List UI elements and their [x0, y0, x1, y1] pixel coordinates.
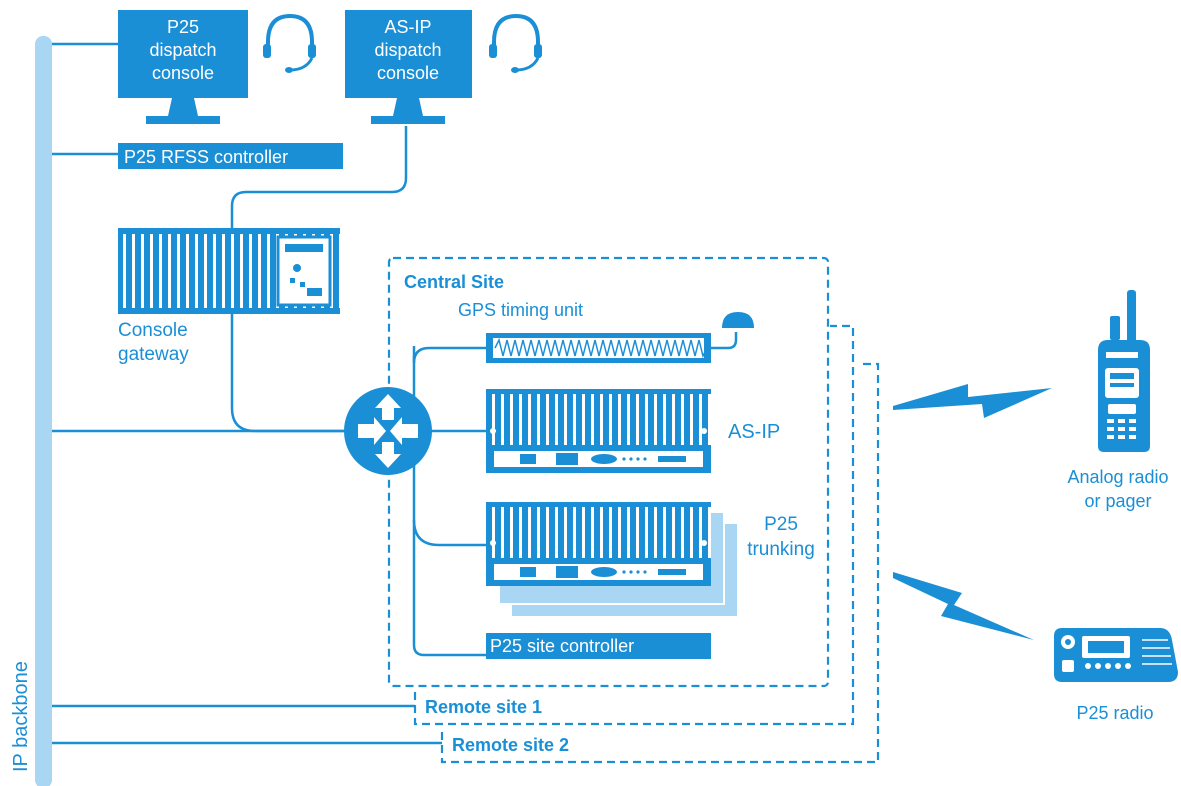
p25-site-controller-label: P25 site controller	[490, 636, 634, 656]
p25-dispatch-console: P25 dispatch console	[118, 10, 248, 124]
p25-radio-label: P25 radio	[1076, 703, 1153, 723]
gps-timing-unit-label: GPS timing unit	[458, 300, 583, 320]
p25-trunking-label-line2: trunking	[747, 539, 815, 560]
analog-radio-label-line2: or pager	[1084, 491, 1151, 511]
lightning-bolt-icon	[893, 384, 1052, 418]
gps-timing-unit	[486, 312, 754, 363]
asip-console-label-line1: AS-IP	[384, 17, 431, 37]
console-gateway-label-line2: gateway	[118, 344, 189, 365]
router-arrows-icon	[344, 387, 432, 475]
remote-site-2-label-bg	[447, 732, 607, 756]
p25-trunking-stack	[486, 502, 737, 616]
rfss-controller-label: P25 RFSS controller	[124, 147, 288, 167]
p25-console-label-line2: dispatch	[149, 40, 216, 60]
asip-console-label-line3: console	[377, 63, 439, 83]
p25-console-label-line3: console	[152, 63, 214, 83]
asip-dispatch-console: AS-IP dispatch console	[345, 10, 472, 124]
console-gateway	[118, 228, 340, 314]
connection-lines	[52, 42, 486, 745]
asip-base-station	[486, 389, 711, 473]
console-gateway-label-line1: Console	[118, 320, 188, 341]
p25-site-controller-bar: P25 site controller	[486, 633, 711, 659]
handheld-radio-icon	[1098, 290, 1150, 452]
ip-backbone	[35, 36, 52, 786]
lightning-bolt-icon	[893, 572, 1034, 640]
headset-icon	[489, 13, 542, 73]
remote-site-2-label: Remote site 2	[452, 735, 569, 755]
p25-trunking-label-line1: P25	[764, 514, 798, 535]
headset-icon	[263, 13, 316, 73]
remote-site-1-label: Remote site 1	[425, 697, 542, 717]
ip-backbone-label: IP backbone	[10, 661, 32, 772]
central-site-title: Central Site	[404, 272, 504, 292]
asip-station-label: AS-IP	[728, 421, 780, 443]
p25-console-label-line1: P25	[167, 17, 199, 37]
asip-console-label-line2: dispatch	[374, 40, 441, 60]
rfss-controller-bar: P25 RFSS controller	[118, 143, 343, 169]
remote-site-1-label-bg	[420, 694, 580, 718]
analog-radio-label-line1: Analog radio	[1067, 467, 1168, 487]
mobile-radio-icon	[1054, 628, 1178, 682]
